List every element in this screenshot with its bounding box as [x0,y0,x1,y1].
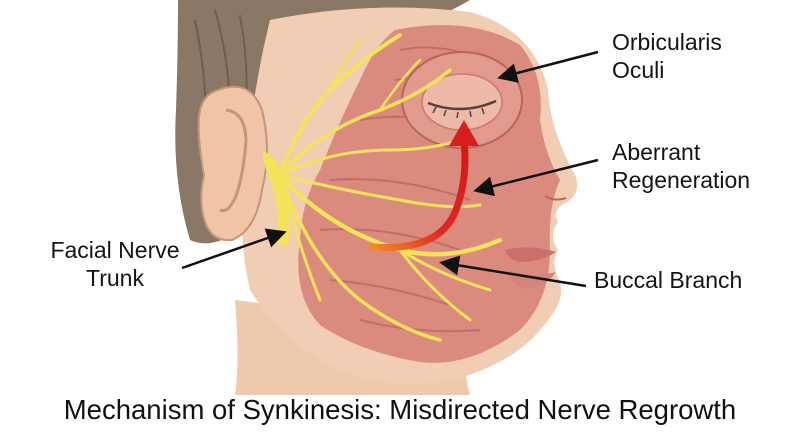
label-orbicularis-oculi: Orbicularis Oculi [612,28,722,84]
label-orbicularis-line-2: Oculi [612,57,665,83]
lips [505,247,556,262]
label-orbicularis-line-1: Orbicularis [612,29,722,55]
arrow-trunk [181,228,287,270]
facial-nerve-trunk [262,150,290,245]
arrow-buccal [439,255,587,288]
nostril [544,195,567,201]
facial-nerve-branches [277,33,503,342]
leader-arrows [181,50,599,288]
ear [197,85,268,242]
label-trunk-line-1: Facial Nerve [50,237,180,263]
label-aberrant-line-2: Regeneration [612,167,751,193]
arrow-orbicularis [497,50,599,83]
eyelashes [432,106,485,119]
aberrant-regeneration-arrow [368,136,469,252]
label-facial-nerve-trunk: Facial Nerve Trunk [22,236,208,292]
label-aberrant-regeneration: Aberrant Regeneration [612,138,750,194]
aberrant-arrowhead [449,120,479,146]
label-trunk-line-2: Trunk [86,265,144,291]
label-aberrant-line-1: Aberrant [612,139,701,165]
label-buccal-text: Buccal Branch [594,267,743,293]
arrow-aberrant [473,158,599,197]
label-buccal-branch: Buccal Branch [594,266,742,294]
ear-inner [219,108,248,213]
closed-eyelid [427,99,497,111]
hair [175,0,471,244]
diagram-caption: Mechanism of Synkinesis: Misdirected Ner… [63,394,737,425]
